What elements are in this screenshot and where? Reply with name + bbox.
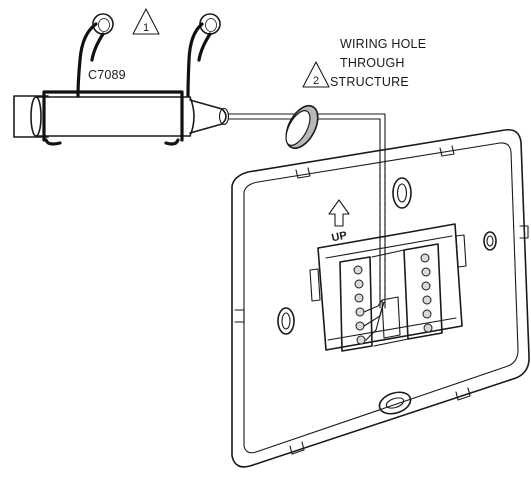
sensor-bracket <box>13 95 49 138</box>
strap-hook-right <box>164 138 180 146</box>
sensor-wires <box>363 299 385 341</box>
slot-inner <box>385 397 405 409</box>
terminal-housing-lips <box>325 235 457 341</box>
note-1-callout: 1 <box>132 8 160 35</box>
warning-triangle-icon <box>132 8 160 35</box>
terminal-screw <box>423 323 433 333</box>
mount-slot-left <box>277 307 295 335</box>
hidden-cable-route <box>379 160 386 300</box>
strap-hook-left <box>44 138 62 146</box>
terminal-housing <box>317 223 463 351</box>
mounting-strap <box>42 90 184 142</box>
mounting-hook-right <box>186 13 221 98</box>
note-2-callout: 2 <box>302 61 330 88</box>
up-marker-label: UP <box>331 230 348 245</box>
terminal-screw <box>356 335 366 345</box>
terminal-screw <box>420 253 430 263</box>
terminal-center-post <box>381 296 401 339</box>
slot-outer <box>277 307 295 335</box>
mount-slot-bottom <box>378 391 412 415</box>
rim-tab <box>519 225 529 239</box>
c7089-sensor <box>13 90 230 146</box>
slot-inner <box>281 312 291 330</box>
terminal-screw <box>353 265 363 275</box>
thermostat-wallplate: UP <box>231 128 530 468</box>
sensor-wire <box>363 299 383 313</box>
rim-tab <box>234 309 245 323</box>
terminal-screw <box>355 307 365 317</box>
mounting-hook-left <box>76 13 114 98</box>
sensor-body-right-edge <box>189 96 195 137</box>
terminal-side-clip <box>455 234 467 268</box>
slot-inner <box>486 235 494 247</box>
left-terminal-screws <box>353 265 366 345</box>
up-arrow-shape <box>328 199 350 227</box>
hook-left-wire-b <box>90 32 105 62</box>
rim-tab <box>455 387 471 401</box>
note-1-number: 1 <box>143 22 149 34</box>
wiring-hole-label-line3: STRUCTURE <box>330 75 409 89</box>
hook-right-wire-b <box>197 32 212 62</box>
wallplate-inner-rim <box>243 142 519 454</box>
terminal-screw <box>354 293 364 303</box>
rim-tab <box>439 145 455 157</box>
terminal-screw <box>421 267 431 277</box>
terminal-side-clip <box>309 268 321 302</box>
terminal-block <box>309 223 467 352</box>
hook-right-wire <box>186 22 204 98</box>
terminal-screw <box>355 321 365 331</box>
sensor-wire <box>363 301 385 327</box>
wiring-hole-label-line1: WIRING HOLE <box>340 37 426 51</box>
terminal-screw <box>422 309 432 319</box>
cable-inner <box>228 118 381 309</box>
slot-outer <box>483 231 497 251</box>
hidden-cable-dashed <box>379 160 386 300</box>
terminal-screw <box>354 279 364 289</box>
rim-tab <box>295 167 311 179</box>
slot-outer <box>392 177 412 209</box>
terminal-screw <box>422 295 432 305</box>
hook-right-head-inner <box>205 18 217 32</box>
wiring-hole <box>285 104 319 150</box>
hook-left-head-inner <box>98 18 110 32</box>
terminal-center-channel <box>371 249 409 347</box>
right-terminal-screws <box>420 253 433 333</box>
rim-tab <box>289 441 305 455</box>
mount-slot-right <box>483 231 497 251</box>
right-terminal-strip <box>403 243 443 340</box>
slot-inner <box>396 183 408 203</box>
sensor-model-label: C7089 <box>88 68 126 82</box>
wiring-hole-label: WIRING HOLE THROUGH STRUCTURE <box>330 37 426 89</box>
cable-outer <box>228 113 386 309</box>
slot-outer <box>378 391 412 415</box>
mount-slot-top <box>392 177 412 209</box>
left-terminal-strip <box>339 256 373 352</box>
wiring-hole-inner <box>285 110 311 146</box>
sensor-body <box>35 96 191 137</box>
terminal-screw <box>421 281 431 291</box>
sensor-tip-face <box>218 107 230 126</box>
sensor-tip <box>189 99 227 134</box>
wallplate-outer <box>231 128 530 468</box>
sensor-left-end <box>30 96 42 137</box>
note-2-number: 2 <box>313 75 319 87</box>
hook-left-wire <box>76 22 98 98</box>
up-arrow-icon: UP <box>328 199 350 245</box>
sensor-wire <box>365 303 384 341</box>
wiring-hole-label-line2: THROUGH <box>340 56 405 70</box>
warning-triangle-icon <box>302 61 330 88</box>
